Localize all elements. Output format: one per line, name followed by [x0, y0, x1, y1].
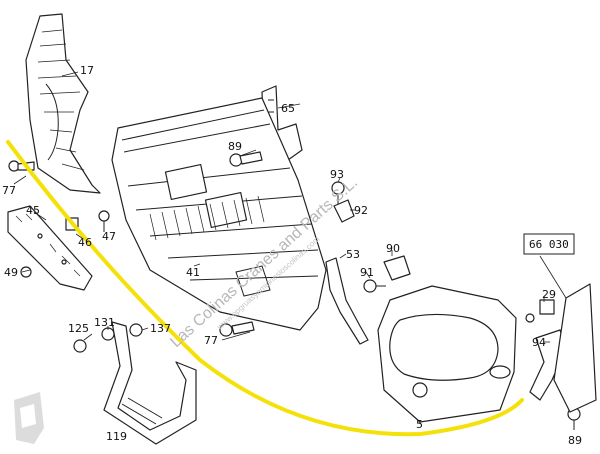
callout-131: 131: [94, 316, 115, 329]
part-17-side-panel: [25, 13, 101, 194]
fastener-89-top: [229, 151, 263, 167]
callout-53: 53: [346, 248, 360, 261]
fastener-91: [363, 279, 386, 293]
reference-box-66030: 66 030: [523, 233, 575, 255]
callout-65: 65: [281, 102, 295, 115]
part-94-lamp-bracket: [529, 283, 597, 413]
callout-46: 46: [78, 236, 92, 249]
part-41-bumper-carrier: [111, 97, 327, 331]
fastener-77-center: [219, 321, 255, 337]
callout-93: 93: [330, 168, 344, 181]
callout-125: 125: [68, 322, 89, 335]
fastener-29: [525, 299, 555, 323]
callout-41: 41: [186, 266, 200, 279]
callout-29: 29: [542, 288, 556, 301]
callout-94: 94: [532, 336, 546, 349]
callout-77-center: 77: [204, 334, 218, 347]
part-119-step: [103, 321, 197, 445]
callout-119: 119: [106, 430, 127, 443]
part-92-clip: [333, 199, 355, 223]
fastener-49: [20, 266, 32, 278]
part-45-plate-bracket: [7, 205, 93, 291]
callout-90: 90: [386, 242, 400, 255]
callout-91: 91: [360, 266, 374, 279]
callout-137: 137: [150, 322, 171, 335]
part-90-bracket: [383, 255, 411, 281]
callout-89-bottom: 89: [568, 434, 582, 447]
callout-labels: 17 65 89 77 45 46 47 49 41 93 92 90 53 9…: [2, 64, 582, 447]
callout-49: 49: [4, 266, 18, 279]
leader-lines: [13, 71, 567, 424]
part-53-strut: [325, 257, 369, 345]
reference-66030: 66 030: [529, 238, 569, 251]
callout-92: 92: [354, 204, 368, 217]
part-5-bumper-end: [377, 285, 517, 423]
callout-5: 5: [416, 418, 423, 431]
callout-45: 45: [26, 204, 40, 217]
watermark-logo: [14, 392, 44, 444]
callout-77-left: 77: [2, 184, 16, 197]
callout-47: 47: [102, 230, 116, 243]
callout-89-top: 89: [228, 140, 242, 153]
highlight-curve: [6, 140, 524, 437]
callout-17: 17: [80, 64, 94, 77]
